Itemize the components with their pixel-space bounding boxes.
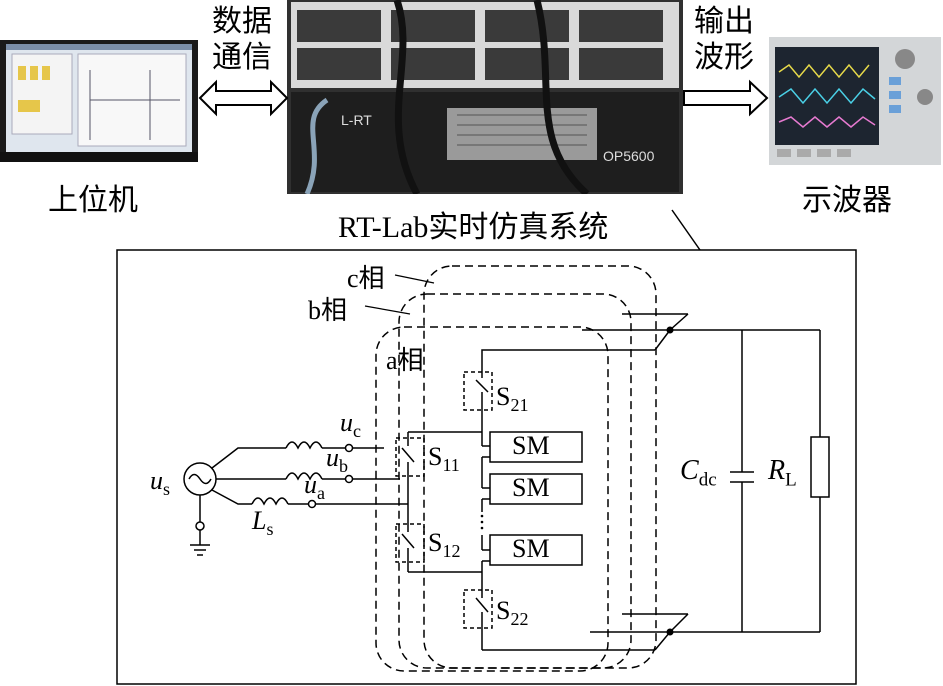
sm-ellipsis — [480, 514, 484, 530]
rack-model: OP5600 — [603, 148, 655, 164]
inductor-label: Ls — [252, 506, 274, 540]
ac-source-icon — [183, 462, 217, 545]
cdc-label: Cdc — [680, 455, 717, 491]
phase-a-box — [375, 326, 609, 672]
rtlab-rack-photo: L-RT OP5600 — [287, 0, 683, 194]
oscilloscope-icon — [769, 37, 941, 165]
phase-b-label: b相 — [308, 296, 348, 325]
ua-label: ua — [304, 470, 325, 504]
s22-label: S22 — [496, 596, 529, 630]
phase-a-label: a相 — [386, 346, 424, 375]
oscilloscope-photo — [769, 37, 941, 165]
system-leader-line — [671, 209, 701, 251]
rack-icon — [287, 0, 683, 194]
sm-1-label: SM — [512, 431, 550, 460]
output-label-line2: 波形 — [694, 41, 754, 74]
comm-double-arrow — [198, 79, 289, 117]
output-arrow — [683, 79, 769, 117]
source-label: us — [150, 466, 171, 500]
circuit-frame — [116, 249, 857, 685]
uc-label: uc — [340, 408, 361, 442]
system-label: RT-Lab实时仿真系统 — [338, 211, 609, 244]
phase-b-box — [398, 293, 632, 669]
scope-label: 示波器 — [802, 184, 892, 217]
host-screen-icon — [0, 44, 198, 162]
ground-icon — [190, 544, 210, 556]
comm-label-line1: 数据 — [212, 5, 272, 38]
phase-c-label: c相 — [347, 264, 385, 293]
sm-3-label: SM — [512, 534, 550, 563]
ub-label: ub — [326, 443, 348, 477]
comm-label-line2: 通信 — [212, 41, 272, 74]
host-label: 上位机 — [48, 184, 138, 217]
s12-label: S12 — [428, 528, 461, 562]
s21-label: S21 — [496, 382, 529, 416]
rl-label: RL — [768, 455, 797, 491]
host-pc-photo — [0, 40, 198, 162]
s11-label: S11 — [428, 442, 460, 476]
rack-brand: L-RT — [341, 112, 372, 128]
output-label-line1: 输出 — [694, 5, 754, 38]
sm-2-label: SM — [512, 473, 550, 502]
